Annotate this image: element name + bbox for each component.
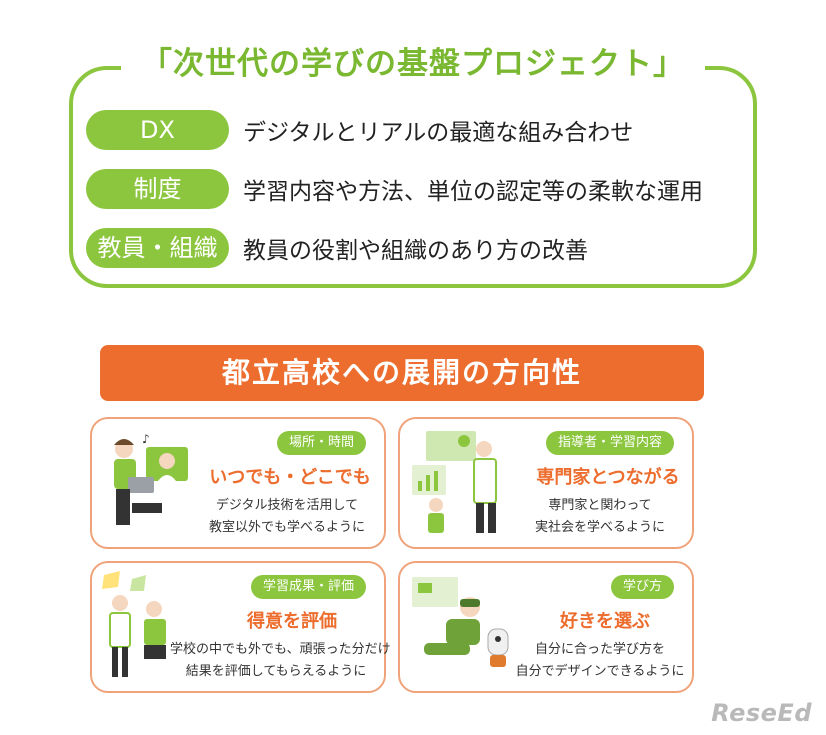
card-heading: いつでも・どこでも — [209, 467, 371, 488]
card-heading: 好きを選ぶ — [560, 611, 650, 632]
svg-text:♪: ♪ — [142, 432, 150, 446]
row-description: 学習内容や方法、単位の認定等の柔軟な運用 — [243, 179, 703, 205]
project-row-teachers: 教員・組織 教員の役割や組織のあり方の改善 — [86, 228, 588, 268]
expert-presentation-illustration — [412, 431, 497, 533]
students-celebrating-illustration — [102, 571, 166, 677]
card-tag: 場所・時間 — [276, 431, 366, 455]
row-label-pill: 教員・組織 — [86, 228, 229, 268]
card-connect-experts: 指導者・学習内容 専門家とつながる 専門家と関わって 実社会を学べるように — [398, 417, 694, 549]
student-laptop-illustration: ♪ — [114, 432, 188, 525]
card-body: デジタル技術を活用して 教室以外でも学べるように — [208, 498, 365, 535]
row-description: 教員の役割や組織のあり方の改善 — [243, 238, 588, 264]
row-label-pill: 制度 — [86, 169, 229, 209]
row-label-pill: DX — [86, 110, 229, 150]
card-heading: 専門家とつながる — [536, 467, 680, 488]
project-title: 「次世代の学びの基盤プロジェクト」 — [121, 42, 705, 86]
card-body: 専門家と関わって 実社会を学べるように — [534, 498, 665, 535]
project-row-dx: DX デジタルとリアルの最適な組み合わせ — [86, 110, 633, 150]
card-tag: 学び方 — [610, 575, 674, 599]
card-heading: 得意を評価 — [247, 611, 337, 632]
card-tag: 学習成果・評価 — [250, 575, 366, 599]
card-body: 自分に合った学び方を 自分でデザインできるように — [515, 642, 685, 679]
row-description: デジタルとリアルの最適な組み合わせ — [243, 120, 634, 146]
card-tag: 指導者・学習内容 — [545, 431, 674, 455]
card-choose-favorite: 学び方 好きを選ぶ 自分に合った学び方を 自分でデザインできるように — [398, 561, 694, 693]
project-row-system: 制度 学習内容や方法、単位の認定等の柔軟な運用 — [86, 169, 703, 209]
vr-robot-illustration — [412, 577, 509, 667]
card-body: 学校の中でも外でも、頑張った分だけ 結果を評価してもらえるように — [170, 642, 391, 679]
reseed-logo: ReseEd — [711, 699, 812, 727]
card-evaluate-strengths: 学習成果・評価 得意を評価 学校の中でも外でも、頑張った分だけ 結果を評価しても… — [90, 561, 391, 693]
card-anytime-anywhere: ♪ 場所・時間 いつでも・どこでも デジタル技術を活用して 教室以外でも学べるよ… — [90, 417, 386, 549]
direction-banner: 都立高校への展開の方向性 — [100, 345, 704, 401]
